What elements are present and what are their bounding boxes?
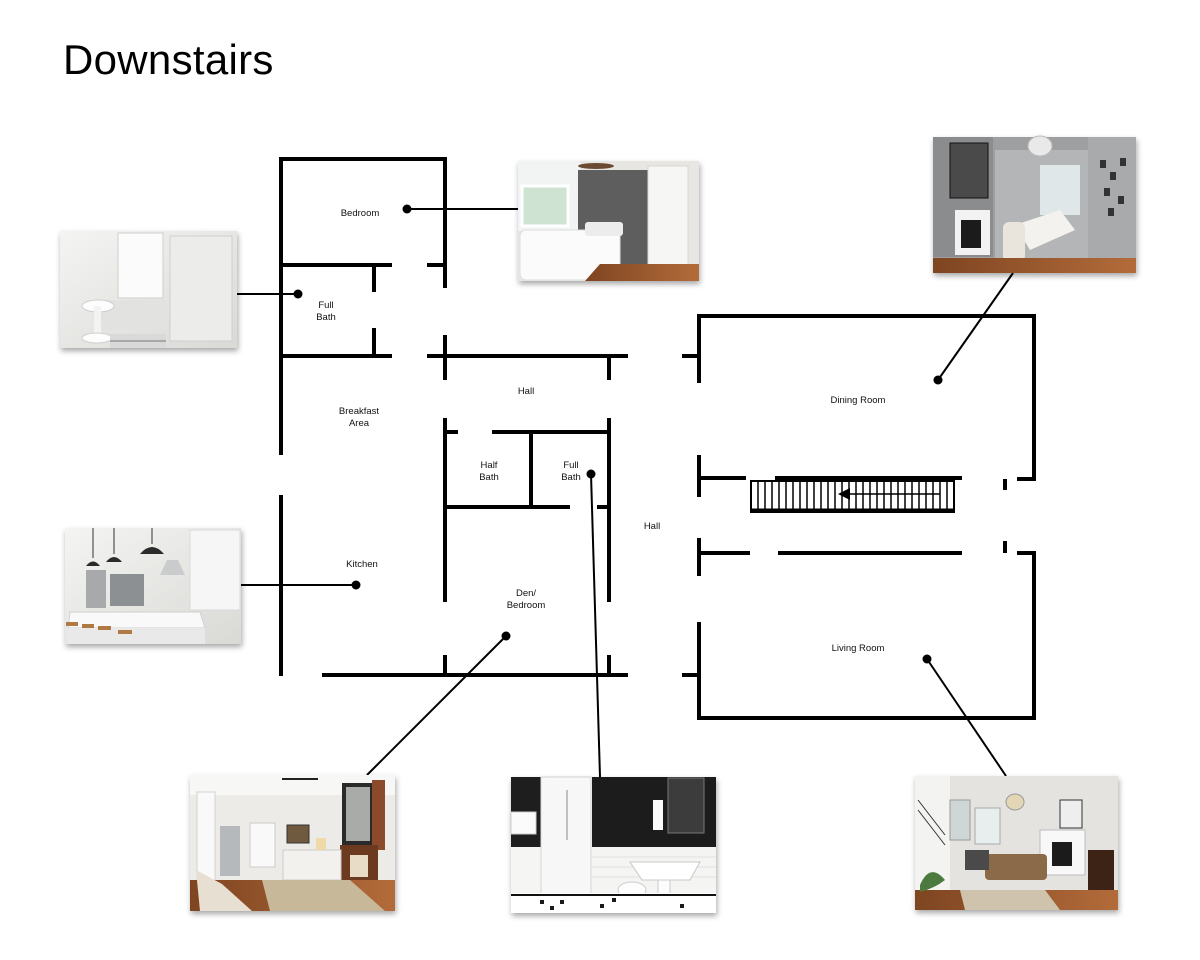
page-title: Downstairs bbox=[63, 36, 274, 83]
marker-dining bbox=[933, 375, 943, 385]
room-label-bedroom: Bedroom bbox=[341, 208, 380, 219]
leader-den bbox=[366, 635, 507, 776]
room-label-hall-mid: Hall bbox=[644, 521, 660, 532]
leader-lines bbox=[237, 204, 1014, 778]
marker-bedroom bbox=[402, 204, 412, 214]
leader-living bbox=[926, 658, 1007, 777]
room-label-living-room: Living Room bbox=[832, 643, 885, 654]
dining-photo bbox=[933, 135, 1136, 273]
bath2-photo bbox=[510, 776, 716, 913]
room-label-den-bedroom: Den/Bedroom bbox=[507, 588, 546, 611]
marker-full-bath bbox=[293, 289, 303, 299]
wall-dining-outer bbox=[697, 314, 1036, 481]
bedroom-photo bbox=[518, 161, 699, 281]
stair-arrow-icon bbox=[838, 488, 850, 500]
room-label-hall-top: Hall bbox=[518, 386, 534, 397]
marker-kitchen bbox=[351, 580, 361, 590]
full-bath-photo bbox=[60, 231, 237, 348]
room-label-kitchen: Kitchen bbox=[346, 559, 378, 570]
den-photo bbox=[190, 775, 395, 911]
leader-full-bath-2 bbox=[590, 473, 601, 778]
wall-left-upper bbox=[279, 157, 447, 455]
wall-living-outer bbox=[697, 551, 1036, 720]
kitchen-photo bbox=[65, 528, 241, 644]
staircase bbox=[750, 480, 955, 513]
marker-den bbox=[501, 631, 511, 641]
living-photo bbox=[915, 776, 1118, 910]
marker-living bbox=[922, 654, 932, 664]
marker-full-bath-2 bbox=[586, 469, 596, 479]
room-label-dining-room: Dining Room bbox=[831, 395, 886, 406]
walls bbox=[279, 157, 1036, 720]
leader-dining bbox=[937, 272, 1014, 381]
